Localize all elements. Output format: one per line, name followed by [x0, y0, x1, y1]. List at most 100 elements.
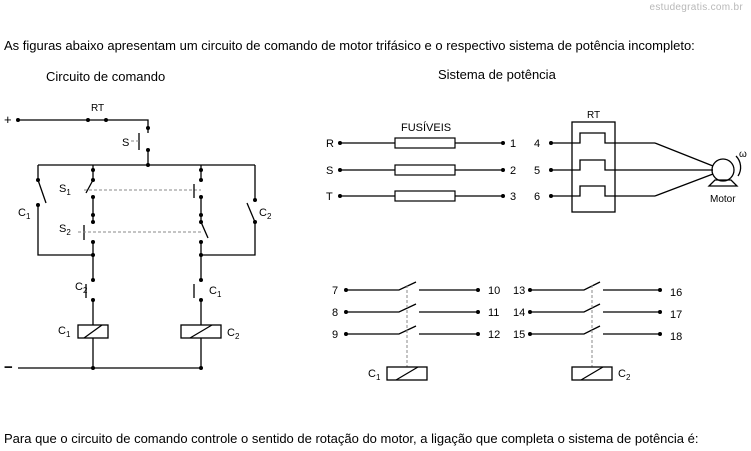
question-text: As figuras abaixo apresentam um circuito…: [4, 38, 695, 53]
branch-node: [91, 168, 95, 172]
c1-coil: [386, 366, 428, 381]
c2-input-13-label: 13: [513, 285, 525, 297]
c1-pole-2: [346, 303, 478, 313]
c2-terminal: [528, 332, 532, 336]
fuse-t: [394, 190, 456, 202]
fuses-label: FUSÍVEIS: [401, 121, 451, 134]
c1-terminal: [344, 332, 348, 336]
c1-coil-slash: [395, 366, 419, 381]
command-circuit-title: Circuito de comando: [46, 69, 165, 84]
coil-c2-slash: [189, 324, 213, 339]
relay-input-4-label: 4: [534, 138, 540, 150]
c2-input-14-label: 14: [513, 307, 525, 319]
c1-coil-label: C1: [368, 368, 381, 382]
motor-symbol: [711, 158, 735, 182]
c1-aux-contact: [37, 179, 47, 204]
c2-pole-3: [530, 325, 660, 335]
c1-terminal: [476, 288, 480, 292]
contactor-c1: 7 8 9 10 11 12 C1: [332, 281, 500, 382]
relay-element-2: [551, 159, 655, 171]
c2-pole-1: [530, 281, 660, 291]
coil-c1-label: C1: [58, 325, 71, 339]
c1-right-label: C1: [209, 285, 222, 299]
rt-label: RT: [91, 103, 104, 114]
s1-label: S1: [59, 183, 71, 197]
c2-left-label: C2: [75, 281, 88, 295]
relay-input-6-label: 6: [534, 191, 540, 203]
c2-coil-label: C2: [618, 368, 631, 382]
omega-label: ω: [739, 149, 747, 160]
c2-terminal: [658, 288, 662, 292]
c1-input-8-label: 8: [332, 307, 338, 319]
c1-input-9-label: 9: [332, 329, 338, 341]
relay-element-1: [551, 132, 655, 144]
s1-contact: [85, 179, 94, 194]
power-system-title: Sistema de potência: [438, 67, 557, 82]
contactor-c2: 13 14 15 16 17 18 C2: [513, 281, 682, 382]
fuse-s: [394, 164, 456, 176]
left-outer-wire: [37, 165, 93, 256]
plus-terminal-label: +: [4, 112, 12, 127]
fuse-r: [394, 137, 456, 149]
relay-input-5-label: 5: [534, 165, 540, 177]
c2-input-15-label: 15: [513, 329, 525, 341]
c2-aux-node: [253, 198, 257, 202]
bus-node: [146, 163, 150, 167]
c1-pole-3: [346, 325, 478, 335]
c1-interlock-node: [199, 278, 203, 282]
right-outer-wire: [201, 165, 256, 256]
watermark: estudegratis.com.br: [649, 2, 743, 13]
relay-rt-label: RT: [587, 110, 600, 121]
motor-label: Motor: [710, 194, 736, 205]
s2-node: [91, 220, 95, 224]
coil-c2-label: C2: [227, 327, 240, 341]
c1-output-10-label: 10: [488, 285, 500, 297]
s1-nc-node: [199, 178, 203, 182]
c2-output-18-label: 18: [670, 331, 682, 343]
fuse-output-3-terminal: [501, 194, 505, 198]
relay-element-3: [551, 185, 655, 197]
c2-terminal: [528, 288, 532, 292]
c1-pole-1: [346, 281, 478, 291]
footer-text: Para que o circuito de comando controle …: [4, 431, 699, 446]
c2-pole-2: [530, 303, 660, 313]
fuse-output-2-label: 2: [510, 165, 516, 177]
c2-coil: [571, 366, 613, 381]
c1-aux-node: [36, 203, 40, 207]
c1-left-label: C1: [18, 207, 31, 221]
top-supply-wire: [18, 119, 149, 128]
rotation-arrow: [735, 155, 742, 177]
plus-terminal: [16, 118, 20, 122]
motor-base: [707, 179, 739, 187]
c2-coil-slash: [580, 366, 604, 381]
c2-terminal: [658, 332, 662, 336]
branch-node: [199, 213, 203, 217]
c1-input-7-label: 7: [332, 285, 338, 297]
phase-t-label: T: [326, 191, 333, 203]
coil-c1-slash: [83, 324, 103, 339]
thermal-relay: [571, 121, 616, 213]
branch-node: [91, 253, 95, 257]
fuse-output-3-label: 3: [510, 191, 516, 203]
branch-node: [199, 168, 203, 172]
s2-label: S2: [59, 223, 71, 237]
s2-no-contact: [200, 221, 209, 239]
c2-aux-contact: [246, 202, 256, 223]
fuse-output-2-terminal: [501, 168, 505, 172]
c1-output-12-label: 12: [488, 329, 500, 341]
fuse-output-1-terminal: [501, 141, 505, 145]
c1-output-11-label: 11: [488, 307, 499, 319]
c1-terminal: [476, 332, 480, 336]
c2-output-16-label: 16: [670, 287, 682, 299]
s-label: S: [122, 137, 129, 149]
command-circuit: Circuito de comando + − RT S C1 S1: [4, 69, 272, 376]
c2-right-label: C2: [259, 207, 272, 221]
c1-terminal: [344, 310, 348, 314]
c1-terminal: [344, 288, 348, 292]
phase-s-label: S: [326, 165, 333, 177]
fuse-output-1-label: 1: [510, 138, 516, 150]
c2-terminal: [528, 310, 532, 314]
c2-terminal: [658, 310, 662, 314]
c2-output-17-label: 17: [670, 309, 682, 321]
